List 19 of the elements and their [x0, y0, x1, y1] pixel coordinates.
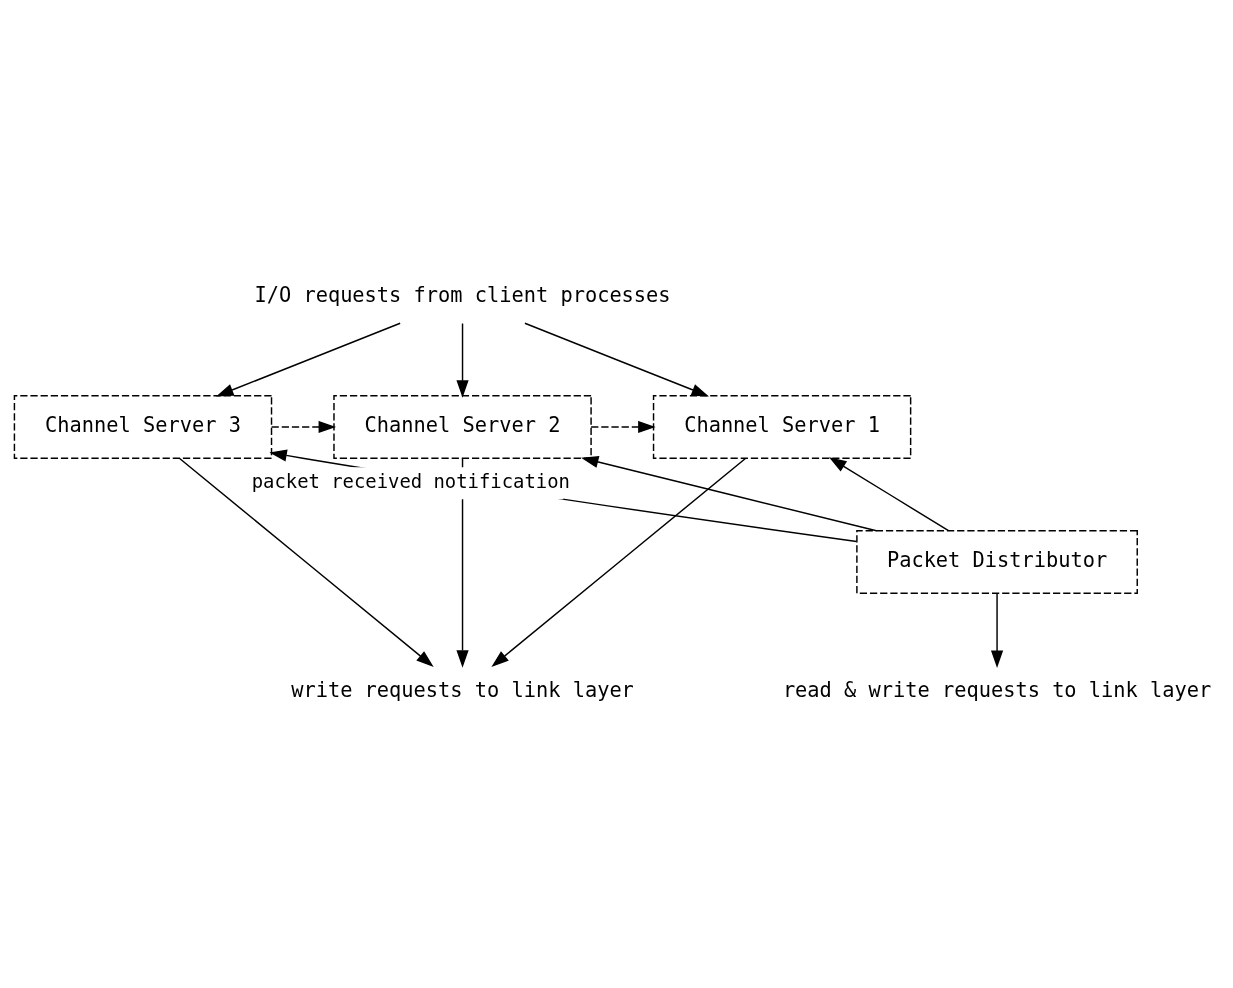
- node-box: Channel Server 2: [333, 394, 592, 459]
- arrow: [590, 420, 656, 433]
- arrow: [491, 457, 747, 667]
- node-text: I/O requests from client processes: [254, 282, 671, 307]
- arrow: [581, 455, 878, 531]
- arrow: [456, 322, 469, 398]
- edge-label: packet received notification: [251, 469, 570, 492]
- arrow: [829, 456, 950, 531]
- arrow: [269, 448, 858, 542]
- arrow: [524, 322, 709, 396]
- node-box: Channel Server 1: [652, 394, 912, 459]
- node-box: Channel Server 3: [13, 394, 273, 459]
- node-box: Packet Distributor: [856, 529, 1138, 594]
- arrow: [216, 322, 401, 396]
- arrow: [990, 592, 1004, 668]
- node-text: write requests to link layer: [291, 677, 634, 702]
- arrow: [178, 457, 434, 667]
- node-text: read & write requests to link layer: [782, 677, 1212, 702]
- arrow: [270, 420, 337, 433]
